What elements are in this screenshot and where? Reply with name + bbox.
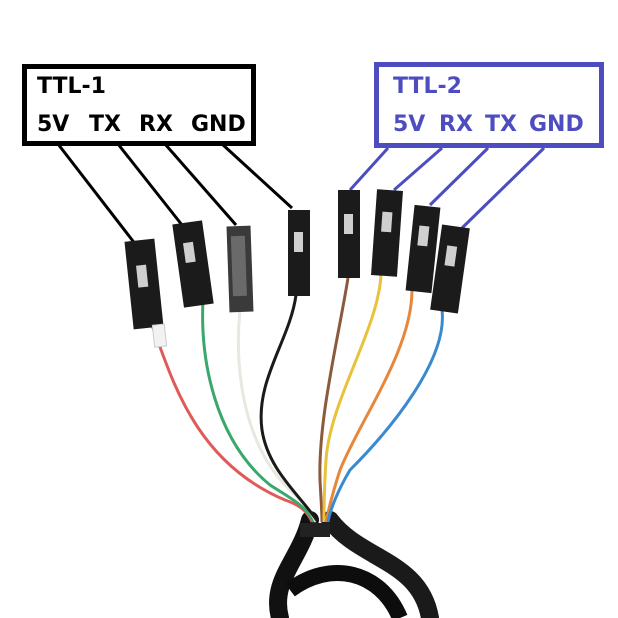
ttl2-label-box: TTL-2 5V RX TX GND — [374, 62, 604, 148]
ttl1-pin-rx: RX — [139, 112, 173, 137]
ttl2-5v-wire — [318, 277, 350, 523]
ttl1-title: TTL-1 — [37, 74, 106, 99]
ttl1-pin-gnd: GND — [191, 112, 246, 137]
ttl1-5v-connector — [124, 238, 168, 348]
ttl1-rx-pointer — [163, 143, 238, 226]
ttl1-tx-connector — [172, 220, 214, 308]
ttl1-gnd-pointer — [220, 142, 294, 210]
ttl1-5v-pointer — [56, 143, 138, 246]
ttl1-label-box: TTL-1 5V TX RX GND — [22, 64, 256, 146]
ttl2-rx-wire — [322, 274, 383, 523]
ttl2-gnd-connector — [430, 224, 470, 314]
ttl1-tx-wire — [201, 299, 316, 523]
ttl2-title: TTL-2 — [393, 74, 462, 99]
ttl1-rx-connector — [226, 225, 254, 313]
ttl2-rx-connector — [371, 189, 403, 277]
ttl2-wires — [318, 274, 444, 523]
ttl2-tx-wire — [324, 289, 414, 523]
cable-jacket — [269, 511, 439, 618]
ttl2-gnd-wire — [326, 309, 444, 523]
ttl2-5v-connector — [338, 190, 360, 278]
ttl1-wires — [148, 294, 320, 523]
ttl2-gnd-pointer — [460, 146, 546, 230]
ttl2-pointer-lines — [348, 146, 546, 230]
ttl2-rx-pointer — [393, 146, 443, 192]
ttl1-gnd-wire — [259, 294, 320, 523]
ttl1-pin-5v: 5V — [37, 112, 70, 137]
ttl2-pin-rx: RX — [439, 112, 473, 137]
ttl1-pointer-lines — [56, 142, 294, 246]
ttl1-gnd-connector — [288, 210, 310, 296]
ttl2-pin-5v: 5V — [393, 112, 426, 137]
ttl1-5v-wire — [148, 319, 314, 523]
ttl2-5v-pointer — [348, 146, 390, 192]
ttl2-tx-pointer — [428, 146, 490, 207]
ttl1-tx-pointer — [116, 143, 184, 226]
ttl1-pin-tx: TX — [89, 112, 121, 137]
ttl2-pin-gnd: GND — [529, 112, 584, 137]
ttl2-connectors — [338, 189, 470, 314]
ttl1-connectors — [124, 210, 310, 348]
ttl2-pin-tx: TX — [485, 112, 517, 137]
ttl2-tx-connector — [405, 204, 441, 294]
